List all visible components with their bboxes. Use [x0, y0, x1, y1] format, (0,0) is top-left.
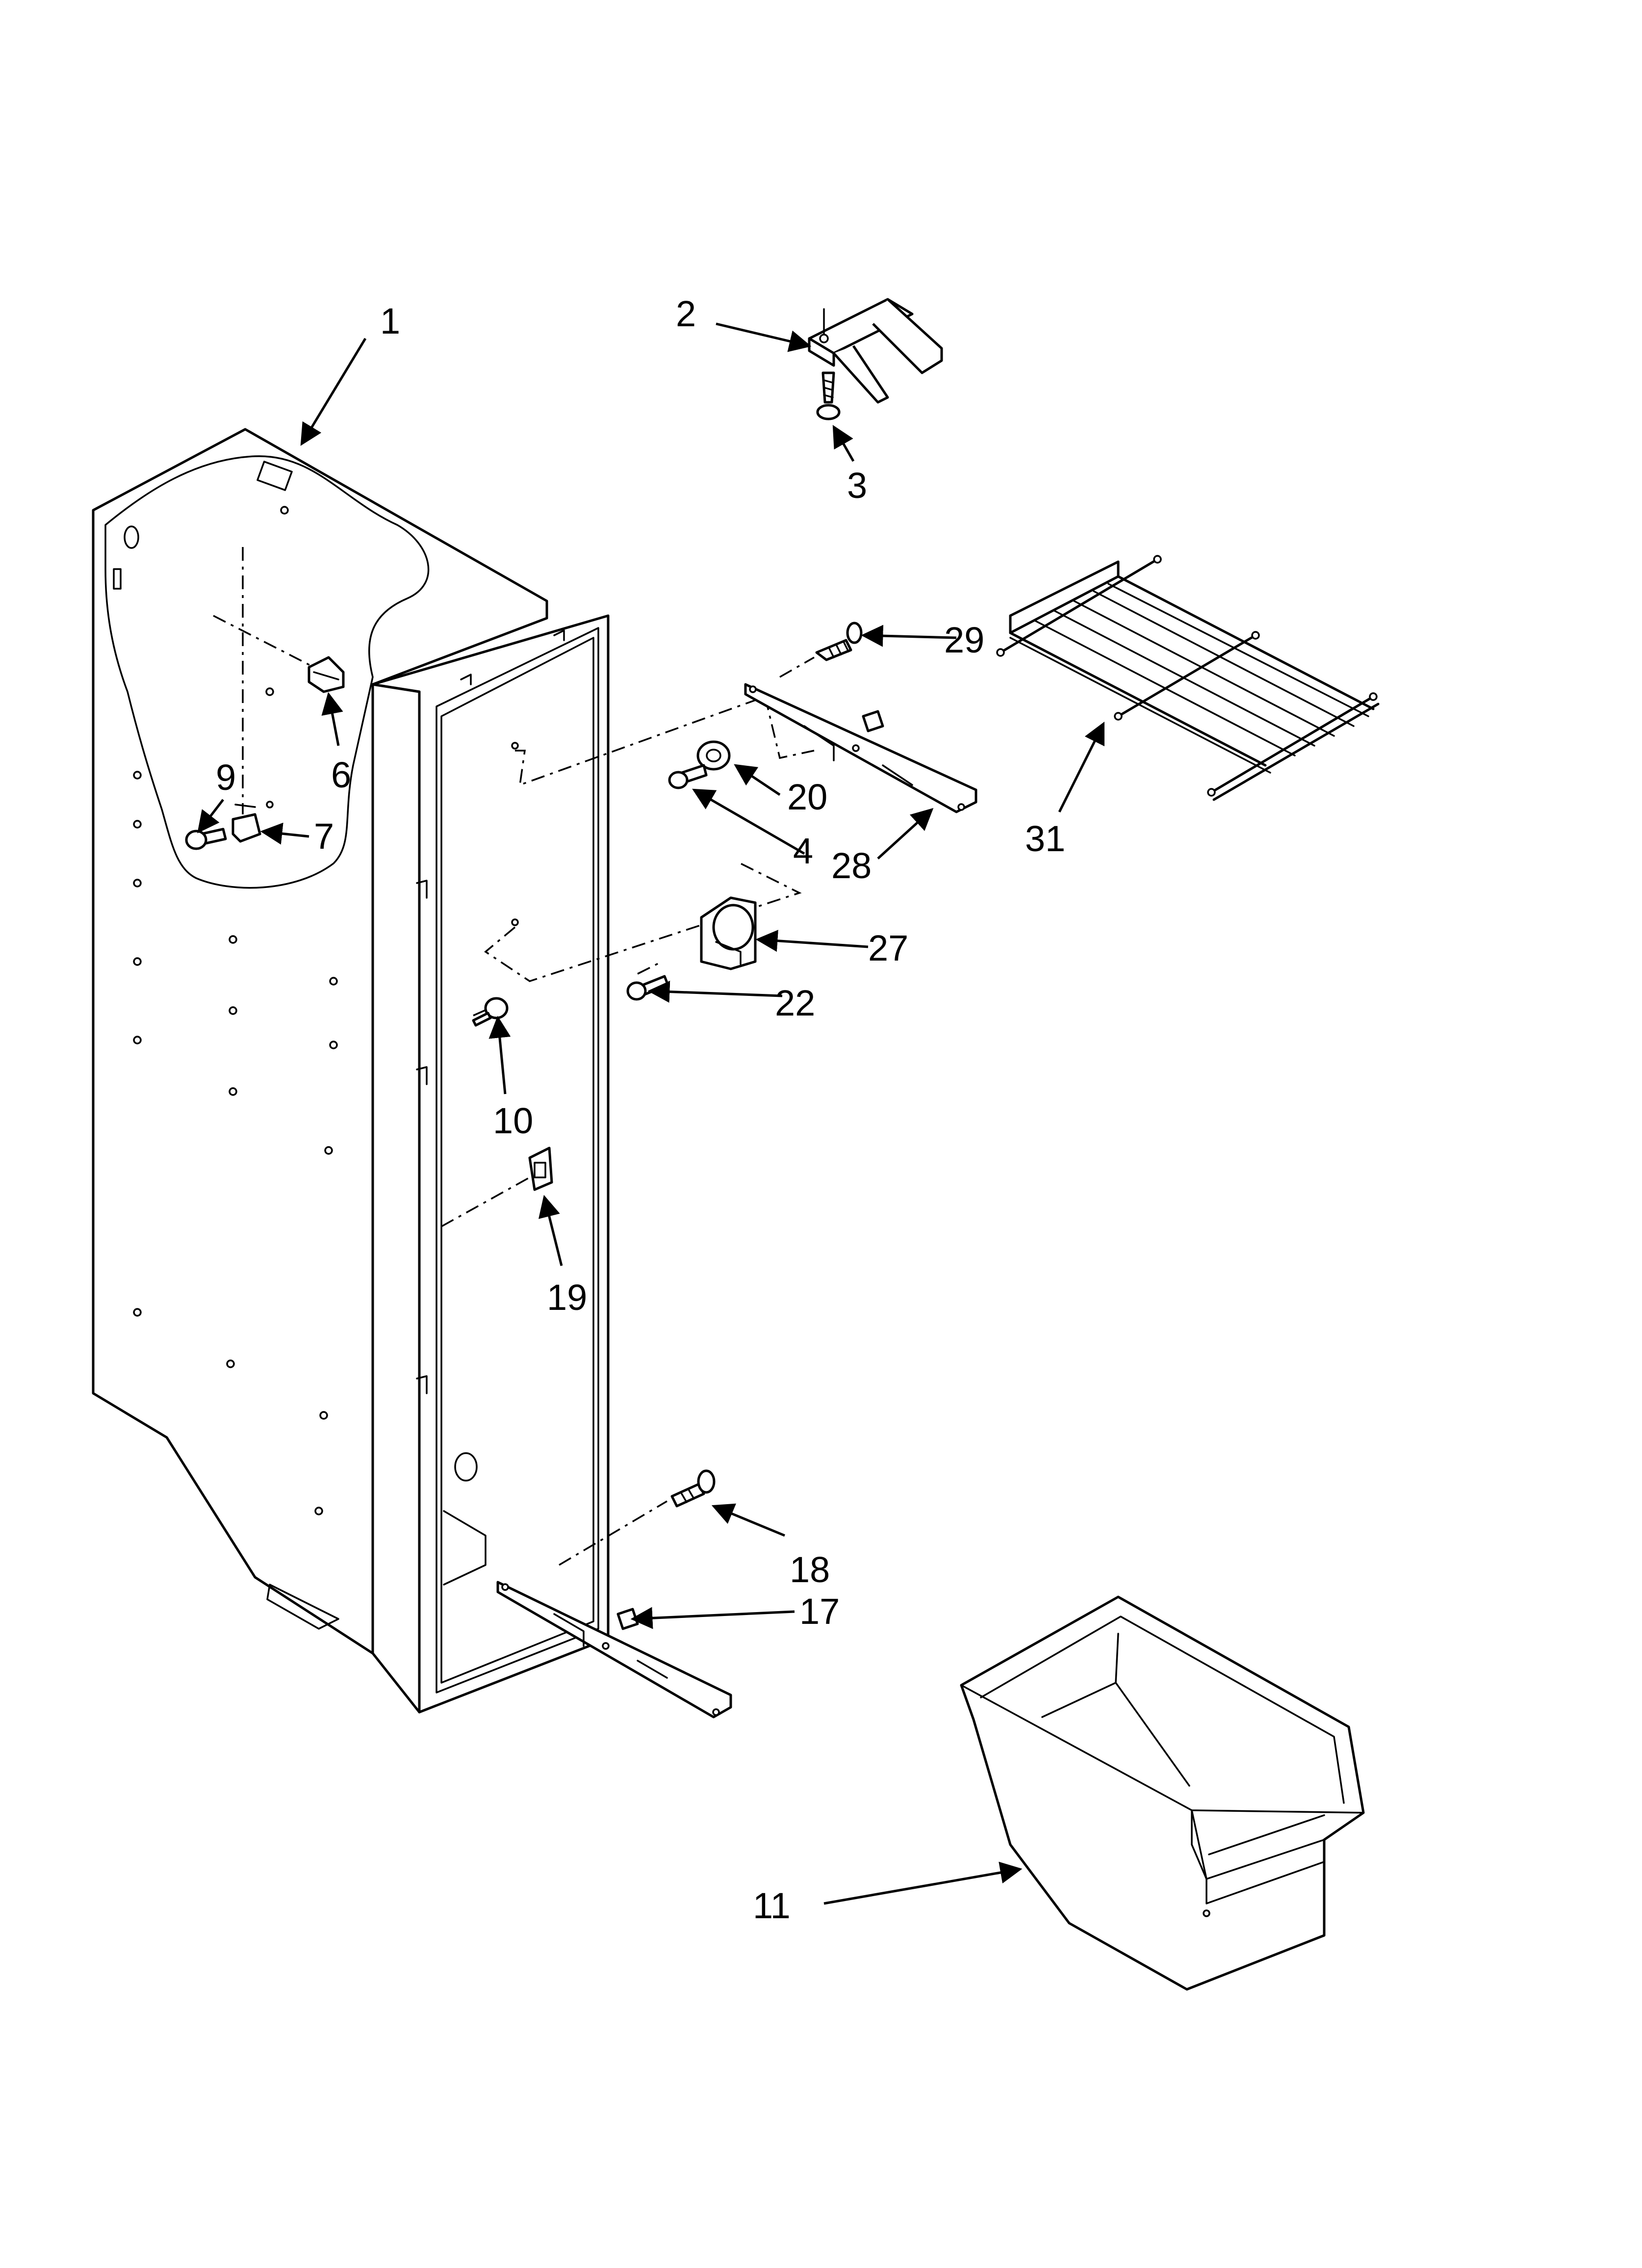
part-6-clip [308, 656, 345, 693]
callout-1: 1 [380, 301, 400, 341]
part-28-rail [744, 683, 977, 813]
part-18-screw [670, 1469, 716, 1508]
callout-3: 3 [847, 465, 867, 506]
callout-labels: 1 2 3 29 31 20 4 28 27 22 6 9 7 10 19 18… [216, 293, 1065, 1926]
callout-17: 17 [799, 1591, 840, 1632]
part-7-clip [231, 801, 274, 843]
assembly-lines [213, 547, 815, 1566]
callout-9: 9 [216, 757, 236, 798]
part-31-wire-shelf [996, 555, 1380, 801]
part-9-screw [185, 828, 227, 850]
callout-29: 29 [944, 620, 984, 660]
callout-31: 31 [1025, 818, 1065, 859]
callout-10: 10 [493, 1100, 533, 1141]
callout-22: 22 [775, 983, 815, 1023]
callout-7: 7 [314, 816, 334, 857]
freezer-liner [92, 428, 610, 1714]
part-11-ice-bin [960, 1595, 1365, 1991]
callout-11: 11 [753, 1885, 791, 1926]
part-2-bracket [808, 298, 943, 404]
part-17-rail [496, 1581, 732, 1719]
part-19-switch [528, 1147, 553, 1191]
callout-27: 27 [868, 928, 908, 968]
part-4-screw [668, 764, 708, 789]
callout-2: 2 [676, 293, 696, 334]
callout-6: 6 [331, 755, 351, 795]
part-10-screw [472, 997, 509, 1027]
part-22-screw [626, 975, 669, 1001]
callout-4: 4 [793, 831, 813, 871]
callout-20: 20 [787, 777, 827, 817]
part-27-roller-bracket [700, 896, 757, 970]
callout-19: 19 [547, 1277, 587, 1318]
part-29-screw [815, 622, 863, 661]
callout-28: 28 [831, 845, 872, 886]
part-3-screw [816, 371, 841, 420]
callout-18: 18 [790, 1549, 830, 1590]
leader-arrows [197, 322, 1105, 1905]
part-20-roller [696, 740, 731, 771]
